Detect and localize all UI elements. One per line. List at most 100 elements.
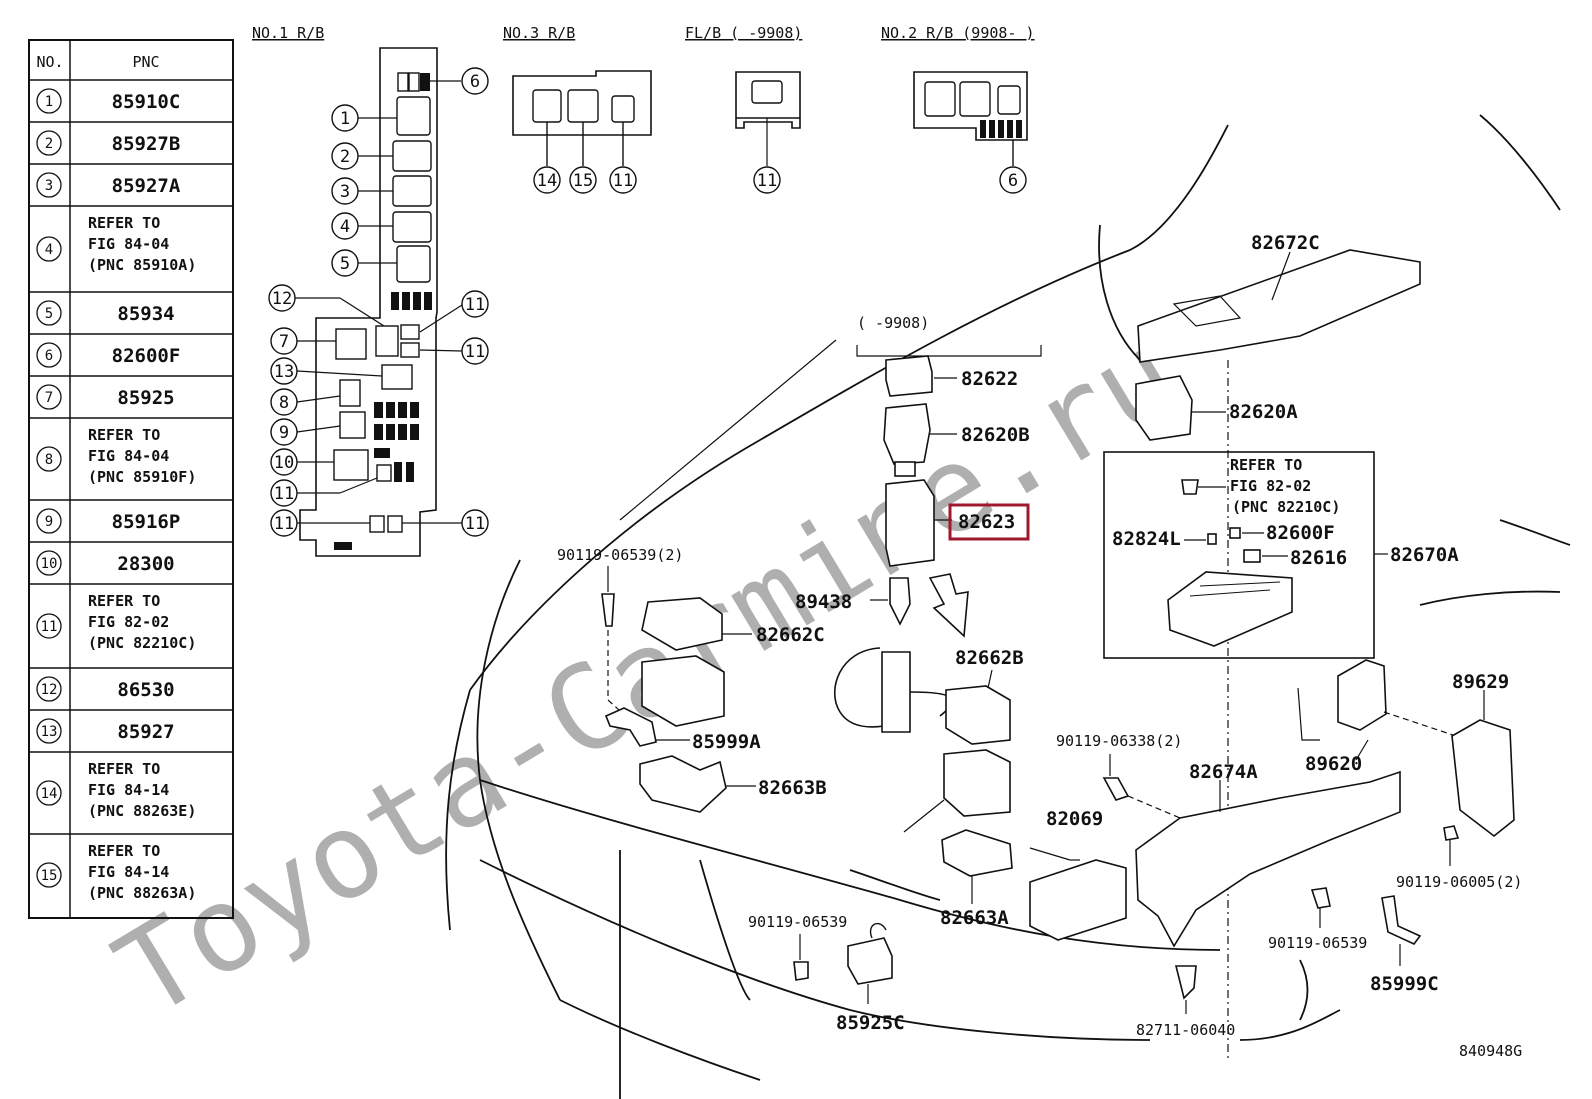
callout-11: 11 (753, 166, 781, 194)
label-82616: 82616 (1290, 547, 1347, 569)
row-number: 4 (45, 242, 53, 258)
label-82623[interactable]: 82623 (958, 511, 1015, 533)
label-82824L: 82824L (1112, 528, 1181, 550)
row-pnc-line: FIG 84-04 (88, 235, 169, 253)
row-pnc-line: (PNC 88263A) (88, 884, 196, 902)
svg-text:13: 13 (274, 362, 294, 382)
callout-6: 6 (461, 67, 489, 95)
row-number: 1 (45, 94, 53, 110)
callout-13: 13 (270, 357, 298, 385)
label-82662B: 82662B (955, 647, 1024, 669)
callout-9: 9 (270, 418, 298, 446)
row-pnc: 85910C (112, 91, 181, 113)
label-82622: 82622 (961, 368, 1018, 390)
row-pnc-line: REFER TO (88, 842, 160, 860)
svg-text:11: 11 (757, 171, 777, 191)
figure-code: 840948G (1459, 1042, 1522, 1060)
svg-text:11: 11 (274, 514, 294, 534)
row-pnc: 28300 (117, 553, 174, 575)
rb2-header: NO.2 R/B (9908- ) (881, 24, 1035, 42)
callout-2: 2 (331, 142, 359, 170)
row-pnc-line: REFER TO (88, 760, 160, 778)
label-85999A: 85999A (692, 731, 761, 753)
svg-text:3: 3 (340, 182, 350, 202)
label-82670A: 82670A (1390, 544, 1459, 566)
refer-box-line3: (PNC 82210C) (1232, 498, 1340, 516)
svg-text:11: 11 (465, 342, 485, 362)
label-90119-06539-a: 90119-06539 (748, 913, 847, 931)
label-90119-06539-2: 90119-06539(2) (557, 546, 683, 564)
part-group-left: 90119-06539(2) 82662C 85999A 82663B (557, 546, 827, 813)
svg-text:6: 6 (1008, 171, 1018, 191)
table-row: 1 85910C (36, 88, 181, 114)
relay-block-no2: NO.2 R/B (9908- ) 6 (881, 24, 1035, 194)
row-pnc: 85916P (112, 511, 181, 533)
row-number: 15 (41, 868, 58, 884)
callout-12: 12 (268, 284, 296, 312)
row-pnc-line: (PNC 82210C) (88, 634, 196, 652)
label-82620B: 82620B (961, 424, 1030, 446)
row-pnc: 85934 (117, 303, 174, 325)
table-row: 10 28300 (36, 550, 175, 576)
row-pnc: 86530 (117, 679, 174, 701)
callout-8: 8 (270, 388, 298, 416)
row-number: 11 (41, 619, 58, 635)
svg-text:5: 5 (340, 254, 350, 274)
row-number: 7 (45, 390, 53, 406)
highlight-box (948, 503, 1030, 541)
refer-box-line2: FIG 82-02 (1230, 477, 1311, 495)
row-number: 10 (41, 556, 58, 572)
svg-text:1: 1 (340, 109, 350, 129)
range-note: ( -9908) (857, 314, 929, 332)
label-85925C: 85925C (836, 1012, 905, 1034)
callout-11: 11 (461, 290, 489, 318)
vehicle-outline (445, 114, 1571, 1099)
svg-text:11: 11 (613, 171, 633, 191)
label-89620: 89620 (1305, 753, 1362, 775)
row-pnc-line: FIG 82-02 (88, 613, 169, 631)
label-82711-06040: 82711-06040 (1136, 1021, 1235, 1039)
relay-block-no1: NO.1 R/B (252, 24, 489, 557)
row-pnc: 85927A (112, 175, 181, 197)
rb1-header: NO.1 R/B (252, 24, 324, 42)
label-89438: 89438 (795, 591, 852, 613)
row-number: 5 (45, 306, 53, 322)
row-pnc-line: (PNC 85910F) (88, 468, 196, 486)
svg-text:12: 12 (272, 289, 292, 309)
svg-text:4: 4 (340, 217, 350, 237)
row-pnc-line: FIG 84-14 (88, 863, 169, 881)
row-pnc-line: (PNC 85910A) (88, 256, 196, 274)
row-pnc-line: FIG 84-14 (88, 781, 169, 799)
callout-3: 3 (331, 177, 359, 205)
svg-text:11: 11 (274, 484, 294, 504)
row-number: 8 (45, 452, 53, 468)
label-82674A: 82674A (1189, 761, 1258, 783)
label-89629: 89629 (1452, 671, 1509, 693)
callout-4: 4 (331, 212, 359, 240)
row-number: 12 (41, 682, 58, 698)
svg-text:7: 7 (279, 332, 289, 352)
callout-11: 11 (461, 509, 489, 537)
label-90119-06539-b: 90119-06539 (1268, 934, 1367, 952)
row-number: 2 (45, 136, 53, 152)
rb3-header: NO.3 R/B (503, 24, 575, 42)
table-header-no: NO. (36, 53, 63, 71)
callout-11: 11 (270, 479, 298, 507)
label-90119-06338-2: 90119-06338(2) (1056, 732, 1182, 750)
row-pnc-line: (PNC 88263E) (88, 802, 196, 820)
callout-1: 1 (331, 104, 359, 132)
svg-text:6: 6 (470, 72, 480, 92)
callout-11: 11 (609, 166, 637, 194)
label-82662C: 82662C (756, 624, 825, 646)
row-pnc-line: REFER TO (88, 426, 160, 444)
